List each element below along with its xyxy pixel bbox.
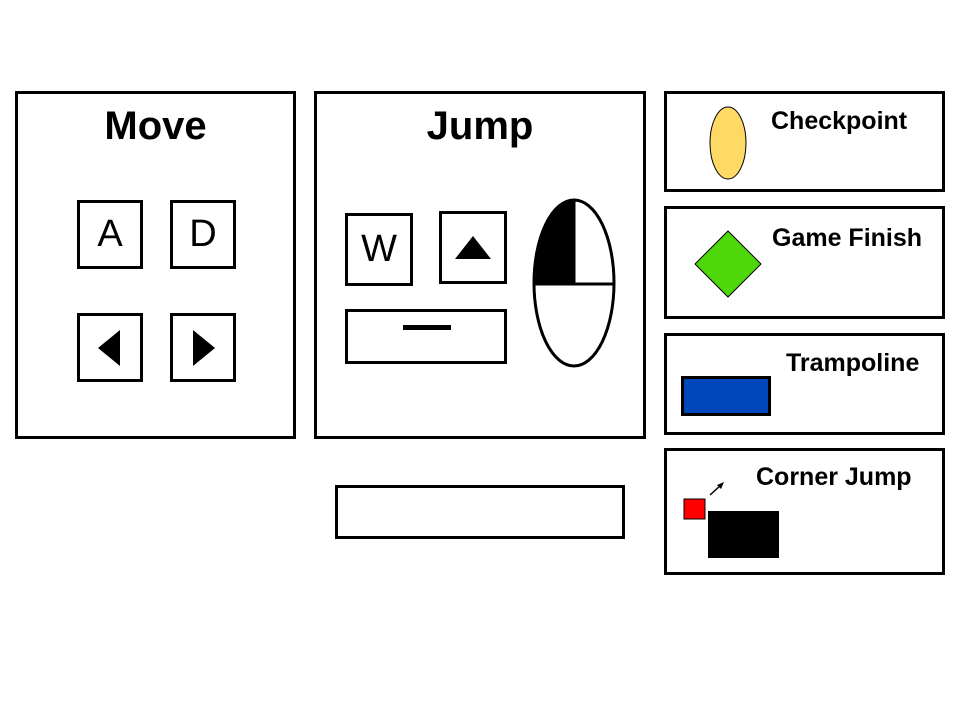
mouse-icon[interactable] [531, 197, 617, 369]
corner-jump-legend: Corner Jump [664, 448, 945, 575]
corner-jump-player [683, 498, 706, 520]
key-arrow-up[interactable] [439, 211, 507, 284]
arrow-up-icon [455, 235, 491, 259]
game-finish-icon [694, 230, 762, 298]
key-arrow-right[interactable] [170, 313, 236, 382]
key-w[interactable]: W [345, 213, 413, 286]
move-title: Move [104, 104, 207, 148]
jump-panel: Jump W [314, 91, 646, 439]
arrow-left-icon [98, 329, 120, 366]
game-finish-label: Game Finish [772, 224, 923, 252]
empty-box [335, 485, 625, 539]
checkpoint-icon [709, 106, 747, 180]
move-panel: Move A D [15, 91, 296, 439]
key-d[interactable]: D [170, 200, 236, 269]
key-arrow-left[interactable] [77, 313, 143, 382]
arrow-right-icon [193, 329, 215, 366]
corner-jump-label: Corner Jump [756, 463, 912, 491]
mouse-left-button [534, 200, 574, 284]
key-spacebar[interactable] [345, 309, 507, 364]
corner-jump-icon [683, 482, 779, 558]
spacebar-icon [403, 325, 451, 330]
trampoline-label: Trampoline [786, 349, 920, 377]
trampoline-legend: Trampoline [664, 333, 945, 435]
game-finish-legend: Game Finish [664, 206, 945, 319]
trampoline-icon [681, 376, 771, 416]
jump-title: Jump [426, 104, 534, 148]
checkpoint-legend: Checkpoint [664, 91, 945, 192]
key-a[interactable]: A [77, 200, 143, 269]
corner-jump-block [708, 511, 779, 558]
checkpoint-label: Checkpoint [771, 107, 908, 135]
